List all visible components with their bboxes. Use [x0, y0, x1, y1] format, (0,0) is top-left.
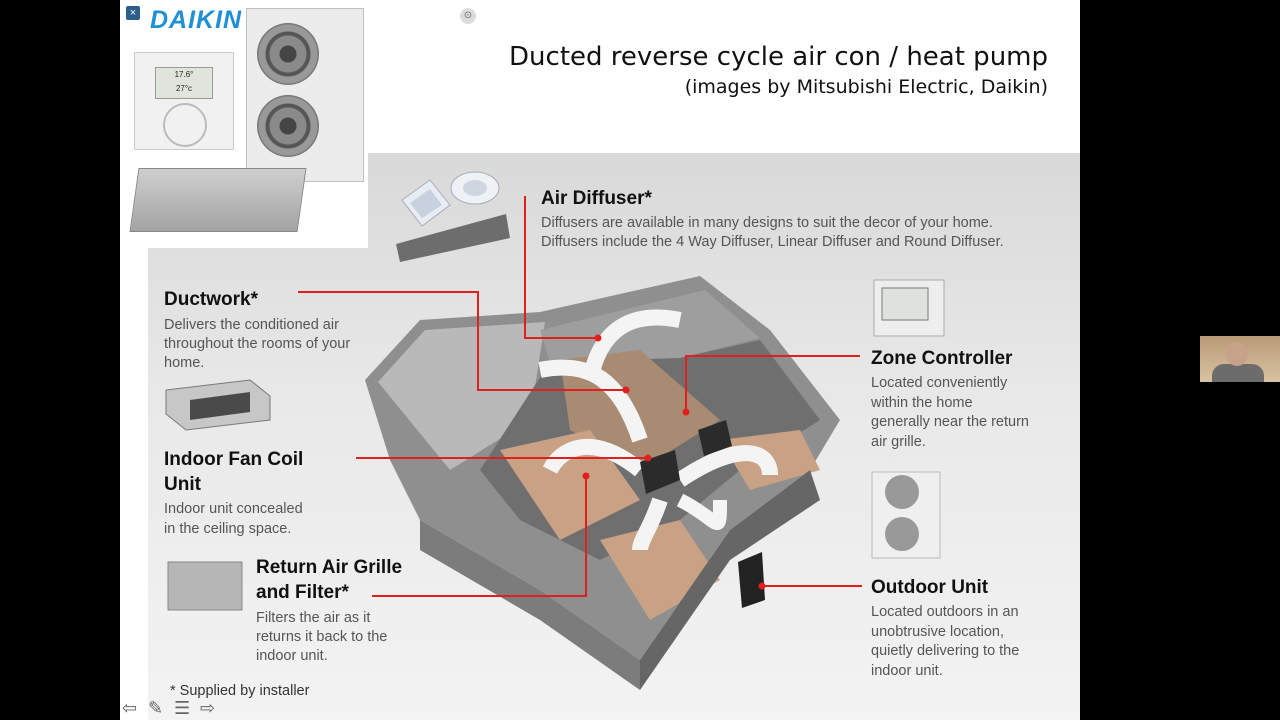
- zone-controller-image: [873, 279, 945, 337]
- zone-controller-desc-1: Located conveniently: [871, 375, 1008, 391]
- leader-return-air: [372, 476, 587, 597]
- zone-controller-desc-3: generally near the return: [871, 414, 1029, 430]
- leader-zone-controller: [685, 355, 860, 412]
- slide-title: Ducted reverse cycle air con / heat pump: [509, 42, 1048, 72]
- ductwork-desc-1: Delivers the conditioned air: [164, 317, 339, 333]
- ductwork-desc-2: throughout the rooms of your: [164, 336, 351, 352]
- next-slide-icon[interactable]: ⇨: [200, 698, 216, 718]
- presenter-head: [1226, 342, 1248, 366]
- previous-slide-icon[interactable]: ⇦: [122, 698, 138, 718]
- footnote: * Supplied by installer: [170, 683, 310, 699]
- indoor-fan-coil-desc-2: in the ceiling space.: [164, 521, 292, 537]
- outdoor-unit-icon: [738, 552, 765, 608]
- ductwork-desc-3: home.: [164, 355, 205, 371]
- controller-dial-icon: [163, 103, 207, 147]
- outdoor-unit-label: Outdoor Unit: [871, 577, 989, 598]
- air-diffuser-desc-1: Diffusers are available in many designs …: [541, 215, 993, 231]
- lcd-line-2: 27°c: [175, 84, 193, 93]
- fan-icon: [257, 95, 319, 157]
- house-diagram: [165, 171, 945, 690]
- slide-title-block: Ducted reverse cycle air con / heat pump…: [509, 40, 1048, 100]
- daikin-outdoor-unit-image: [246, 8, 364, 182]
- indoor-fan-coil-desc-1: Indoor unit concealed: [164, 501, 303, 517]
- indoor-fan-coil-label-1: Indoor Fan Coil: [164, 449, 304, 470]
- daikin-logo: DAIKIN: [150, 6, 243, 34]
- outdoor-unit-desc-3: quietly delivering to the: [871, 643, 1020, 659]
- indoor-fan-coil-label-2: Unit: [164, 474, 201, 495]
- ductwork-label: Ductwork*: [164, 289, 258, 310]
- presentation-slide: Ducted reverse cycle air con / heat pump…: [120, 0, 1080, 720]
- air-diffuser-label: Air Diffuser*: [541, 188, 652, 209]
- image-options-icon[interactable]: ⊙: [460, 8, 476, 24]
- zone-controller-desc-2: within the home: [871, 395, 973, 411]
- leader-lines: [298, 196, 862, 597]
- presenter-body: [1212, 364, 1264, 382]
- zone-controller-label: Zone Controller: [871, 348, 1013, 369]
- return-air-desc-2: returns it back to the: [256, 629, 388, 645]
- fan-icon: [257, 23, 319, 85]
- leader-air-diffuser: [524, 196, 598, 339]
- return-air-desc-1: Filters the air as it: [256, 610, 371, 626]
- daikin-product-image: × DAIKIN 17.6° 27°c: [120, 0, 368, 248]
- zone-damper-box: [698, 420, 732, 456]
- return-air-label-1: Return Air Grille: [256, 557, 403, 578]
- outdoor-unit-image: [871, 471, 941, 559]
- close-icon[interactable]: ×: [126, 6, 140, 20]
- lcd-line-1: 17.6°: [174, 70, 194, 79]
- return-air-label-2: and Filter*: [256, 582, 349, 603]
- indoor-fan-coil-box: [640, 450, 680, 494]
- slide-subtitle: (images by Mitsubishi Electric, Daikin): [684, 76, 1048, 98]
- leader-ductwork: [298, 291, 626, 391]
- ductwork-unit-image: [165, 379, 271, 431]
- outdoor-unit-desc-4: indoor unit.: [871, 663, 943, 679]
- return-air-desc-3: indoor unit.: [256, 648, 328, 664]
- return-air-grille-image: [167, 561, 243, 611]
- air-diffuser-desc-2: Diffusers include the 4 Way Diffuser, Li…: [541, 234, 1004, 250]
- pen-icon[interactable]: ✎: [148, 698, 164, 718]
- house-model: [365, 276, 840, 690]
- wall-controller-image: 17.6° 27°c: [134, 52, 234, 150]
- diffuser-images: [396, 171, 510, 262]
- controller-lcd: 17.6° 27°c: [155, 67, 213, 99]
- leader-endpoints: [582, 334, 766, 590]
- outdoor-unit-desc-1: Located outdoors in an: [871, 604, 1019, 620]
- webcam-thumbnail[interactable]: [1200, 336, 1280, 382]
- zone-controller-desc-4: air grille.: [871, 434, 926, 450]
- outdoor-unit-desc-2: unobtrusive location,: [871, 624, 1004, 640]
- menu-icon[interactable]: ☰: [174, 698, 191, 718]
